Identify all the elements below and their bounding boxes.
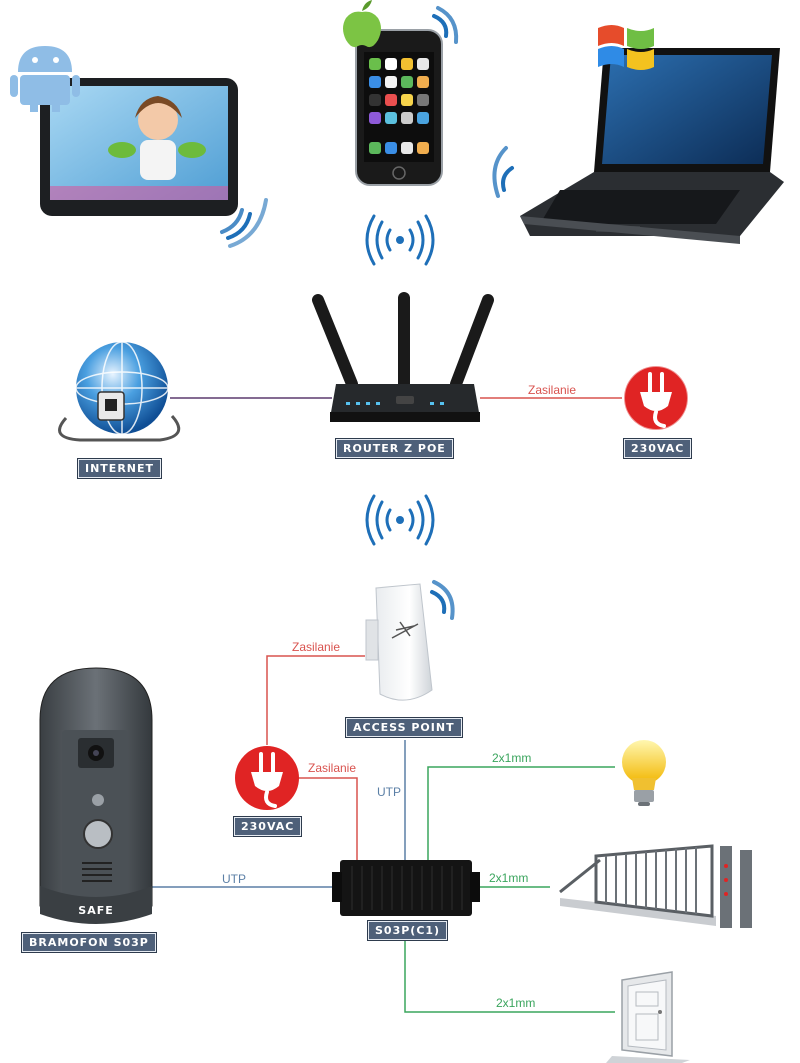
windows-logo-icon [598,25,654,70]
wifi-signal-icon [430,580,455,620]
wire-label-lamp: 2x1mm [492,751,531,765]
door-intercom-icon: SAFE [39,667,153,924]
power-label-top: 230VAC [624,439,692,458]
wire-label-power-ap: Zasilanie [292,640,340,654]
power-label-mid: 230VAC [234,817,302,836]
ap-power-wire [266,655,365,745]
router-icon [312,292,494,422]
wire-label-utp-ap: UTP [377,785,401,799]
wires [152,397,622,1013]
doorbell-label: BRAMOFON S03P [22,933,156,952]
light-bulb-icon [622,740,666,806]
apple-logo-icon [343,0,381,48]
wire-label-utp-doorbell: UTP [222,872,246,886]
controller-label: S03P(C1) [368,921,448,940]
door-icon [606,971,690,1063]
wire-label-door: 2x1mm [496,996,535,1010]
iphone-icon [343,0,459,186]
wire-label-gate: 2x1mm [489,871,528,885]
wifi-signal-icon [365,214,435,266]
wifi-signal-icon [220,198,268,248]
windows-laptop-icon [492,25,784,244]
controller-box-icon [332,860,480,916]
android-logo-icon [10,46,80,112]
wire-label-power-router: Zasilanie [528,383,576,397]
android-tablet-icon [10,46,268,248]
wifi-signal-icon [365,494,435,546]
wire-label-power-controller: Zasilanie [308,761,356,775]
doorbell-brand-text: SAFE [78,904,113,917]
access-point-icon [365,580,455,701]
controller-power-wire [298,777,358,860]
wifi-signal-icon [432,6,459,44]
internet-globe-icon [58,341,181,442]
internet-label: INTERNET [78,459,162,478]
power-plug-icon [235,746,299,810]
lamp-wire [427,766,615,860]
wifi-signal-icon [492,146,514,198]
sliding-gate-icon [559,844,752,928]
door-wire [404,940,615,1013]
power-plug-icon [623,365,689,431]
router-label: ROUTER Z POE [336,439,453,458]
access-point-label: ACCESS POINT [346,718,462,737]
